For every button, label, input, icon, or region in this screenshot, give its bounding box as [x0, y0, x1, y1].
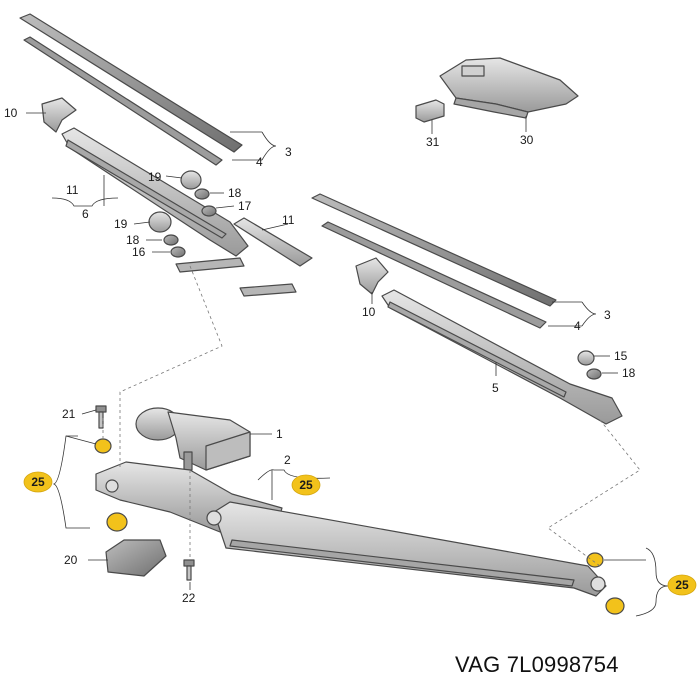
bushing-right-upper	[586, 552, 604, 568]
label-20: 20	[64, 553, 78, 567]
washer-17	[201, 205, 217, 217]
wiper-arm-right	[355, 257, 623, 425]
label-4-left: 4	[256, 155, 263, 169]
bushing-left-upper	[94, 438, 112, 454]
svg-text:25: 25	[299, 478, 313, 492]
wiper-blade-right	[311, 193, 557, 329]
label-16: 16	[132, 245, 146, 259]
label-15: 15	[614, 349, 628, 363]
label-5: 5	[492, 381, 499, 395]
label-18-lower: 18	[126, 233, 140, 247]
label-10-right: 10	[362, 305, 376, 319]
svg-text:25: 25	[31, 475, 45, 489]
badge-25-left: 25	[23, 471, 53, 493]
linkage-11-left	[175, 217, 313, 297]
nut-18-lower	[163, 234, 179, 246]
label-22: 22	[182, 591, 196, 605]
housing-30	[439, 57, 579, 119]
badge-25-right: 25	[667, 574, 697, 596]
nut-18-right	[586, 368, 602, 380]
cap-15	[577, 350, 595, 366]
label-4-right: 4	[574, 319, 581, 333]
label-10-left: 10	[4, 106, 18, 120]
assembly-lines	[102, 265, 641, 567]
bushing-right-lower	[605, 597, 625, 615]
svg-text:25: 25	[675, 578, 689, 592]
callout-badges: 25 25 25	[23, 471, 697, 596]
label-30: 30	[520, 133, 534, 147]
part-number-caption: VAG 7L0998754	[455, 652, 619, 677]
cap-19-upper	[180, 170, 202, 190]
washer-16	[170, 246, 186, 258]
label-11-center: 11	[282, 213, 295, 227]
label-6: 6	[82, 207, 89, 221]
bolt-22	[183, 559, 195, 581]
label-31: 31	[426, 135, 440, 149]
rubber-mount-20	[105, 539, 167, 577]
label-3-right: 3	[604, 308, 611, 322]
part-labels: 10 3 4 11 6 19 18 17 19 18 16 11 31 30 1…	[4, 106, 636, 605]
label-17: 17	[238, 199, 252, 213]
cap-19-lower	[148, 211, 172, 233]
label-19-lower: 19	[114, 217, 128, 231]
wiper-linkage-frame	[95, 461, 607, 597]
leader-lines	[26, 112, 669, 617]
label-11-left: 11	[66, 183, 79, 197]
label-3-left: 3	[285, 145, 292, 159]
label-21: 21	[62, 407, 76, 421]
label-1: 1	[276, 427, 283, 441]
bushing-left-lower	[106, 512, 128, 532]
label-18-upper: 18	[228, 186, 242, 200]
label-19-upper: 19	[148, 170, 162, 184]
wiper-blade-left	[19, 13, 243, 166]
badge-25-center: 25	[291, 474, 321, 496]
label-18-right: 18	[622, 366, 636, 380]
clip-31	[415, 99, 445, 123]
nut-18-upper	[194, 188, 210, 200]
wiper-motor	[135, 407, 251, 471]
bolt-21	[95, 405, 107, 429]
label-2: 2	[284, 453, 291, 467]
wiper-arm-left	[41, 97, 249, 257]
